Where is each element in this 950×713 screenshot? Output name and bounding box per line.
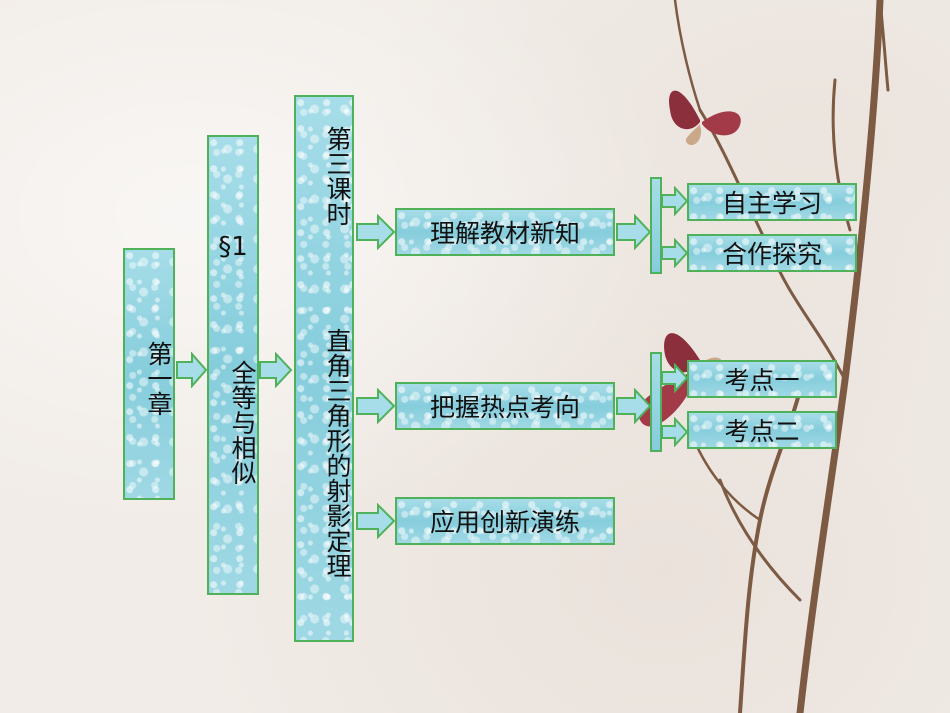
chapter-box: 第一章 — [123, 248, 175, 500]
leaf-label: 自主学习 — [721, 189, 822, 218]
branch-label: 把握热点考向 — [429, 393, 580, 422]
bracket-bar — [650, 177, 662, 274]
chapter-label: 第一章 — [144, 340, 173, 416]
branch-box-1: 理解教材新知 — [395, 208, 615, 256]
bracket-bar — [650, 352, 662, 452]
arrow-right-icon — [176, 352, 208, 388]
branch-label: 应用创新演练 — [429, 508, 580, 537]
arrow-right-icon — [616, 388, 652, 424]
arrow-right-icon — [661, 238, 689, 268]
section-box: §1 全等与相似 — [207, 135, 259, 595]
leaf-box: 自主学习 — [687, 183, 857, 221]
section-title: 全等与相似 — [228, 359, 257, 485]
arrow-right-icon — [661, 186, 689, 216]
arrow-right-icon — [661, 363, 689, 393]
branch-label: 理解教材新知 — [429, 219, 580, 248]
lesson-label: 第三课时 — [323, 126, 352, 226]
leaf-box: 合作探究 — [687, 234, 857, 272]
leaf-box: 考点一 — [687, 360, 837, 398]
arrow-right-icon — [616, 214, 652, 250]
section-number: §1 — [218, 232, 248, 262]
leaf-label: 考点一 — [724, 366, 800, 395]
branch-box-2: 把握热点考向 — [395, 382, 615, 430]
arrow-right-icon — [356, 214, 396, 250]
arrow-right-icon — [356, 388, 396, 424]
lesson-box: 第三课时 直角三角形的射影定理 — [294, 95, 354, 642]
branch-box-3: 应用创新演练 — [395, 497, 615, 545]
lesson-title: 直角三角形的射影定理 — [323, 328, 352, 578]
leaf-label: 考点二 — [724, 417, 800, 446]
butterfly-icon — [669, 90, 741, 146]
arrow-right-icon — [661, 417, 689, 447]
arrow-right-icon — [259, 352, 293, 388]
arrow-right-icon — [356, 503, 396, 539]
leaf-label: 合作探究 — [721, 240, 822, 269]
leaf-box: 考点二 — [687, 411, 837, 449]
